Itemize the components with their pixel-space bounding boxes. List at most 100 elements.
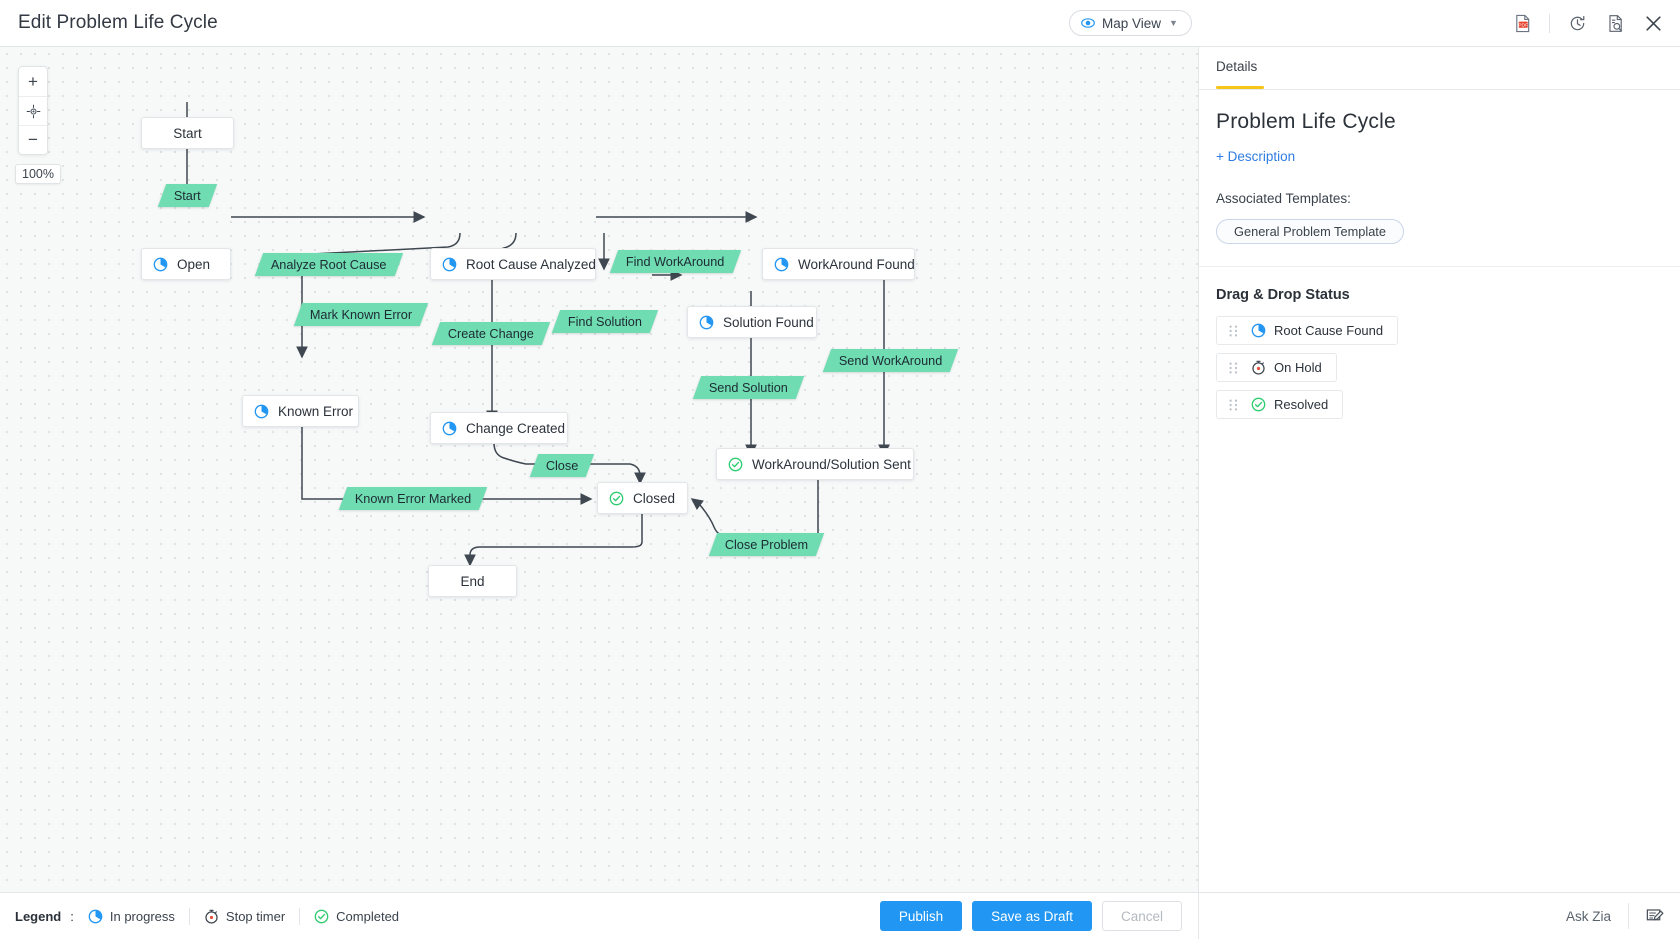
lifecycle-name: Problem Life Cycle: [1216, 110, 1396, 133]
footer-buttons: Publish Save as Draft Cancel: [879, 901, 1182, 931]
transition-analyze-root-cause[interactable]: Analyze Root Cause: [254, 253, 403, 276]
add-description-link[interactable]: + Description: [1216, 149, 1296, 164]
node-root-cause-analyzed[interactable]: Root Cause Analyzed: [430, 248, 596, 280]
zoom-level-label: 100%: [15, 164, 61, 184]
tab-active-indicator: [1216, 86, 1264, 89]
map-view-label: Map View: [1102, 15, 1162, 31]
node-closed[interactable]: Closed: [597, 482, 688, 514]
node-open[interactable]: Open: [141, 248, 231, 280]
node-label: Solution Found: [723, 314, 814, 330]
transition-close[interactable]: Close: [529, 454, 595, 477]
drag-handle-icon[interactable]: [1229, 362, 1238, 374]
status-item-label: On Hold: [1274, 360, 1322, 375]
legend-label-text: Stop timer: [225, 908, 286, 924]
panel-tabbar: Details: [1199, 47, 1680, 90]
transition-create-change[interactable]: Create Change: [431, 322, 551, 345]
chevron-down-icon: ▼: [1169, 18, 1178, 28]
drag-drop-status-list: Root Cause Found: [1216, 316, 1663, 419]
recenter-button[interactable]: [19, 96, 47, 125]
in-progress-icon: [442, 257, 457, 271]
recenter-icon: [26, 104, 40, 118]
panel-divider: [1199, 266, 1680, 267]
legend-divider: [299, 907, 301, 925]
node-known-error[interactable]: Known Error: [242, 395, 359, 427]
svg-text:PDF: PDF: [1518, 23, 1528, 29]
legend-completed: Completed: [314, 909, 399, 924]
legend-divider: [188, 907, 190, 925]
status-item-on-hold[interactable]: On Hold: [1216, 353, 1337, 382]
drag-drop-status-title: Drag & Drop Status: [1216, 287, 1350, 303]
in-progress-icon: [442, 421, 457, 435]
node-label: End: [460, 573, 485, 589]
node-start[interactable]: Start: [141, 117, 234, 149]
legend-label-text: In progress: [109, 908, 175, 924]
node-label: Known Error: [278, 403, 354, 419]
completed-icon: [314, 909, 329, 923]
status-item-label: Root Cause Found: [1274, 323, 1384, 338]
drag-handle-icon[interactable]: [1229, 325, 1238, 337]
history-icon[interactable]: [1566, 13, 1588, 35]
document-search-icon[interactable]: [1604, 13, 1626, 35]
in-progress-icon: [774, 257, 789, 271]
stop-timer-icon: [1252, 360, 1265, 375]
completed-icon: [609, 491, 624, 505]
transition-mark-known-error[interactable]: Mark Known Error: [293, 303, 429, 326]
header-actions: PDF: [1511, 0, 1664, 47]
cancel-button[interactable]: Cancel: [1101, 901, 1182, 931]
legend-in-progress: In progress: [88, 909, 175, 924]
transition-known-error-marked[interactable]: Known Error Marked: [338, 487, 488, 510]
close-icon[interactable]: [1642, 13, 1664, 35]
ask-zia-divider: [1628, 903, 1629, 929]
in-progress-icon: [88, 909, 103, 923]
legend-items: In progress Stop timer Completed: [88, 907, 399, 925]
in-progress-icon: [153, 257, 168, 271]
zoom-out-button[interactable]: −: [19, 125, 47, 154]
node-label: Start: [173, 125, 202, 141]
status-item-resolved[interactable]: Resolved: [1216, 390, 1344, 419]
node-label: WorkAround/Solution Sent: [752, 456, 911, 472]
stop-timer-icon: [205, 909, 218, 924]
publish-button[interactable]: Publish: [879, 901, 963, 931]
transition-send-workaround[interactable]: Send WorkAround: [822, 349, 959, 372]
tab-details[interactable]: Details: [1216, 59, 1258, 74]
legend-label: Legend: [15, 908, 62, 924]
zoom-controls: + −: [18, 66, 48, 155]
flow-connectors: [181, 101, 890, 567]
associated-templates-label: Associated Templates:: [1216, 191, 1351, 206]
in-progress-icon: [254, 404, 269, 418]
flow-canvas[interactable]: + − 100%: [0, 47, 1198, 892]
ask-zia-bar: Ask Zia: [1198, 892, 1680, 939]
in-progress-icon: [1251, 323, 1266, 338]
drag-handle-icon[interactable]: [1229, 399, 1238, 411]
completed-icon: [728, 457, 743, 471]
pdf-export-icon[interactable]: PDF: [1511, 13, 1533, 35]
status-item-root-cause-found[interactable]: Root Cause Found: [1216, 316, 1399, 345]
transition-start[interactable]: Start: [157, 184, 217, 207]
legend-stop-timer: Stop timer: [204, 909, 285, 924]
node-workaround-found[interactable]: WorkAround Found: [762, 248, 915, 280]
template-chip-general-problem[interactable]: General Problem Template: [1216, 219, 1404, 244]
node-label: Root Cause Analyzed: [466, 256, 596, 272]
transition-close-problem[interactable]: Close Problem: [708, 533, 825, 556]
header-divider: [1549, 14, 1550, 33]
page-title: Edit Problem Life Cycle: [18, 12, 218, 33]
ask-zia-button[interactable]: Ask Zia: [1565, 908, 1611, 924]
footer-bar: Legend : In progress Stop timer: [0, 892, 1198, 939]
transition-find-workaround[interactable]: Find WorkAround: [609, 250, 741, 273]
legend-label-text: Completed: [336, 908, 400, 924]
edit-note-icon[interactable]: [1629, 907, 1680, 926]
transition-find-solution[interactable]: Find Solution: [551, 310, 659, 333]
save-as-draft-button[interactable]: Save as Draft: [972, 901, 1092, 931]
app-header: Edit Problem Life Cycle Map View ▼ PDF: [0, 0, 1680, 47]
zoom-in-button[interactable]: +: [28, 71, 38, 91]
legend-colon: :: [70, 908, 74, 924]
node-workaround-solution-sent[interactable]: WorkAround/Solution Sent: [716, 448, 914, 480]
node-solution-found[interactable]: Solution Found: [687, 306, 817, 338]
node-change-created[interactable]: Change Created: [430, 412, 568, 444]
node-end[interactable]: End: [428, 565, 517, 597]
transition-send-solution[interactable]: Send Solution: [692, 376, 805, 399]
node-label: WorkAround Found: [798, 256, 915, 272]
eye-icon: [1081, 18, 1095, 28]
map-view-dropdown[interactable]: Map View ▼: [1069, 10, 1192, 36]
